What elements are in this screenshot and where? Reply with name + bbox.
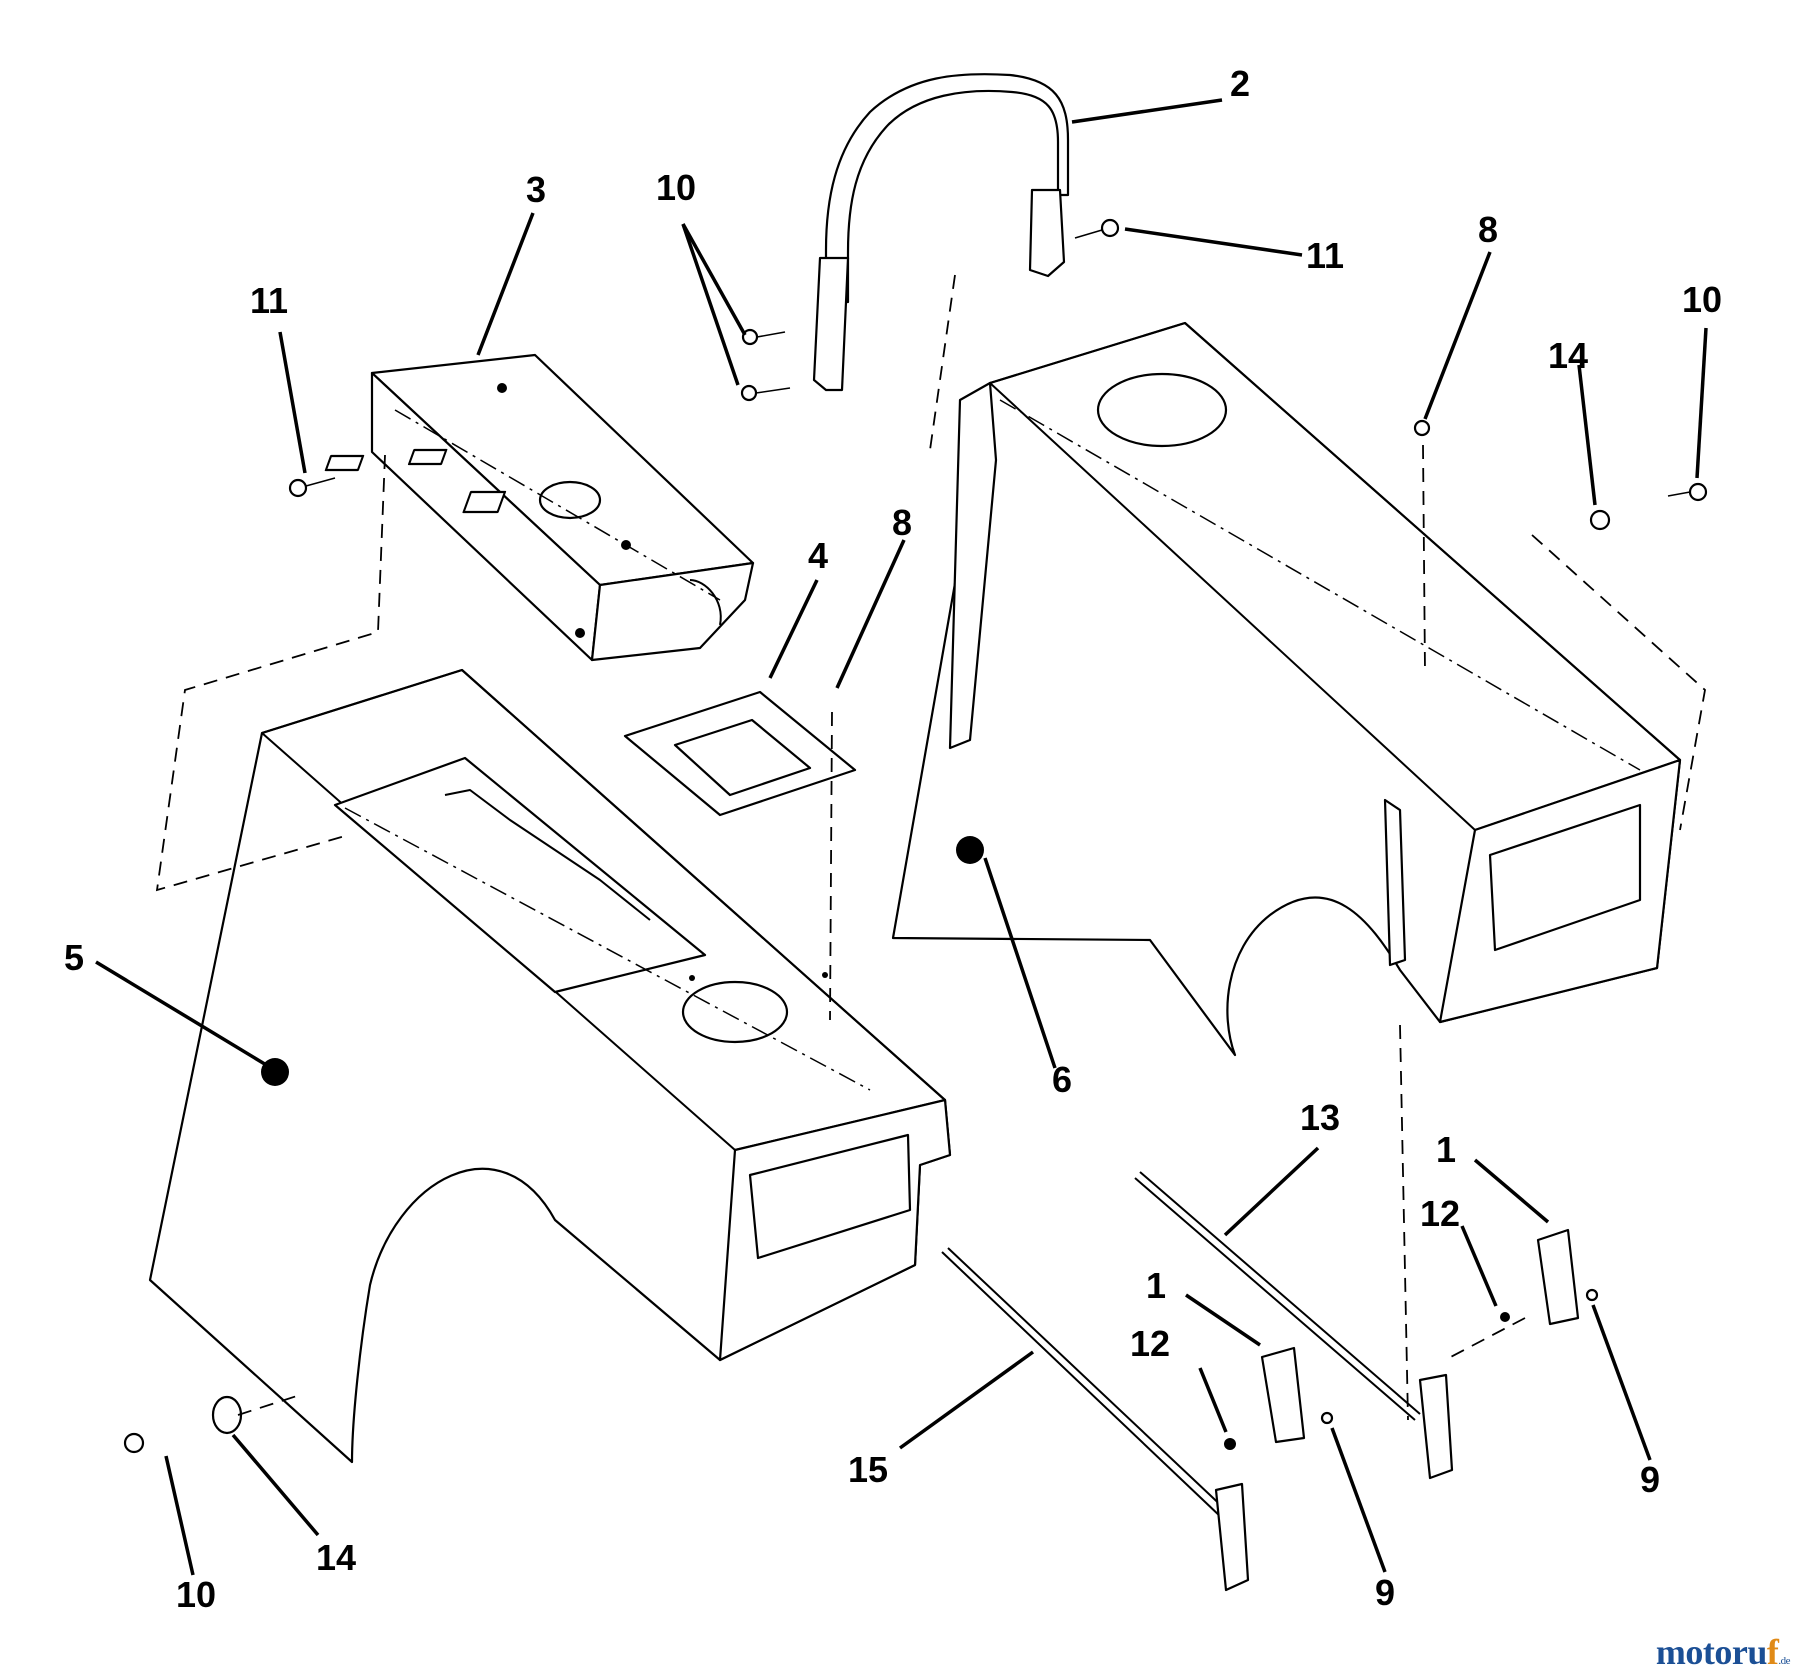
callout-10-right: 10: [1682, 279, 1722, 320]
callout-numbers: 2 10 11 3 11 8 10 14 4 8 5 6 13 1 12 1 1…: [64, 63, 1722, 1615]
callout-9-right: 9: [1640, 1459, 1660, 1500]
callout-6: 6: [1052, 1059, 1072, 1100]
part-3-control-panel: [324, 353, 755, 662]
part-4-plate: [623, 690, 857, 817]
rods: [941, 1171, 1421, 1519]
callout-2: 2: [1230, 63, 1250, 104]
leader-lines: [95, 98, 1708, 1576]
callout-1-right: 1: [1436, 1129, 1456, 1170]
callout-12-right: 12: [1420, 1193, 1460, 1234]
part-5-left-fender: [148, 668, 952, 1464]
callout-14-bottom: 14: [316, 1537, 356, 1578]
callout-9-mid: 9: [1375, 1572, 1395, 1613]
watermark-logo: motoruf.de: [1655, 1632, 1791, 1672]
callout-15: 15: [848, 1449, 888, 1490]
callout-10-bottom: 10: [176, 1574, 216, 1615]
part-2-handle: [812, 73, 1070, 392]
callout-5: 5: [64, 937, 84, 978]
panel-bolt-left: [288, 477, 336, 498]
handle-bolts: [740, 218, 1120, 402]
callout-11-left: 11: [250, 280, 288, 321]
callout-14-right: 14: [1548, 335, 1588, 376]
callout-12-mid: 12: [1130, 1323, 1170, 1364]
part-6-right-fender: [891, 321, 1682, 1057]
callout-13: 13: [1300, 1097, 1340, 1138]
callout-4: 4: [808, 535, 828, 576]
callout-10-top: 10: [656, 167, 696, 208]
callout-11-right: 11: [1306, 235, 1344, 276]
callout-3: 3: [526, 169, 546, 210]
right-fender-fasteners: [1413, 419, 1708, 531]
callout-1-mid: 1: [1146, 1265, 1166, 1306]
assembly-lines: [155, 274, 1706, 1421]
bottom-left-fasteners: [123, 1395, 243, 1454]
callout-8-mid: 8: [892, 502, 912, 543]
callout-8-right: 8: [1478, 209, 1498, 250]
latches: [1214, 1228, 1599, 1592]
